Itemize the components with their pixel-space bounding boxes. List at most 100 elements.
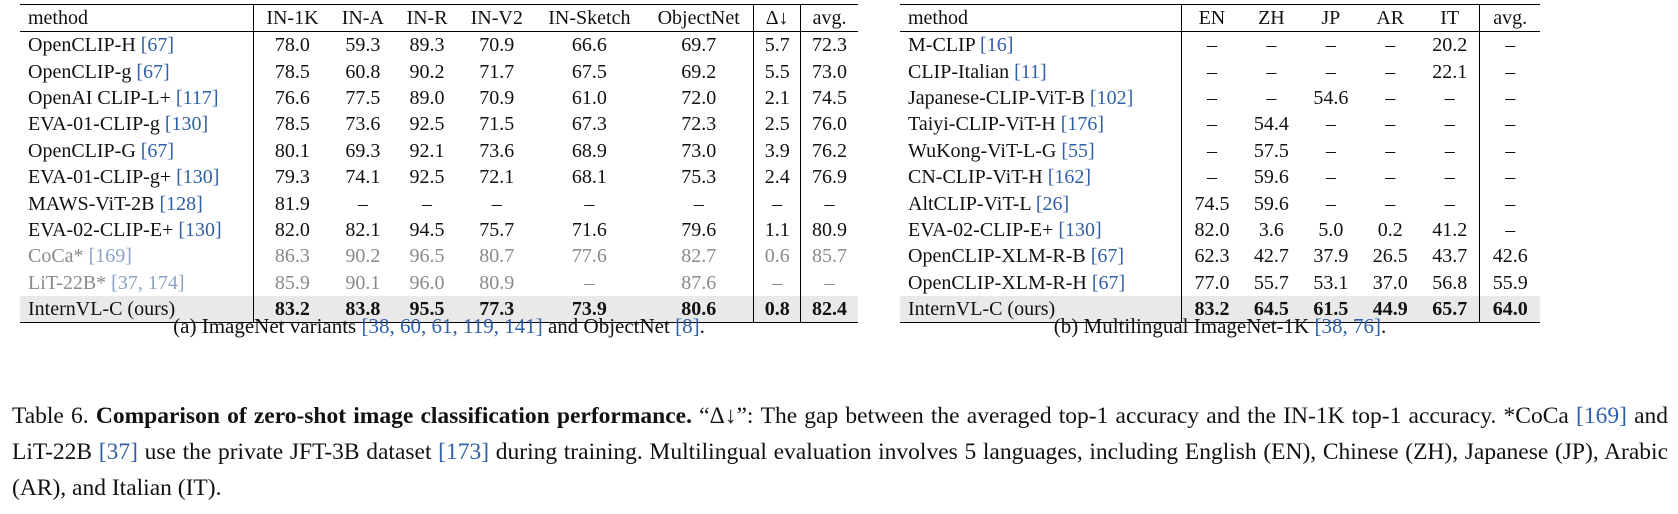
value-cell: 73.0 xyxy=(812,60,848,83)
value-cell: 73.9 xyxy=(534,295,645,324)
method-name: CLIP-Italian xyxy=(908,60,1010,83)
table-header-row: method IN-1K IN-A IN-R IN-V2 IN-Sketch O… xyxy=(20,4,858,32)
value-cell: – xyxy=(584,192,595,215)
caption-text: “Δ↓”: The gap between the averaged top-1… xyxy=(691,403,1504,429)
value-cell: 81.9 xyxy=(274,192,310,215)
value-cell: 76.6 xyxy=(274,86,310,109)
citation: [117] xyxy=(175,86,219,109)
value-cell: 95.5 xyxy=(395,295,459,324)
value-cell: 80.7 xyxy=(479,245,515,268)
value-cell: – xyxy=(1505,113,1516,136)
value-cell: 85.9 xyxy=(274,271,310,294)
method-cell: M-CLIP [16] xyxy=(900,31,1183,59)
value-cell: – xyxy=(1505,60,1516,83)
value-cell: 67.3 xyxy=(571,113,607,136)
value-cell: 72.3 xyxy=(644,111,755,138)
value-cell: – xyxy=(753,190,802,217)
value-cell: 89.3 xyxy=(409,34,445,57)
value-cell: – xyxy=(1385,86,1396,109)
value-cell: – xyxy=(1419,84,1481,112)
value-cell: 94.5 xyxy=(409,218,445,241)
table-row: CN-CLIP-ViT-H [162]–59.6–––– xyxy=(900,163,1540,191)
value-cell: 92.1 xyxy=(409,139,445,162)
value-cell: 59.3 xyxy=(345,34,381,57)
value-cell: 2.4 xyxy=(753,163,802,191)
value-cell: 42.6 xyxy=(1492,245,1528,268)
method-name: CN-CLIP-ViT-H xyxy=(908,166,1043,189)
method-cell: EVA-01-CLIP-g+ [130] xyxy=(20,163,255,191)
subcaption-a-text-mid: and ObjectNet xyxy=(542,314,676,338)
table-row: CLIP-Italian [11]––––22.1– xyxy=(900,58,1540,85)
value-cell: 62.3 xyxy=(1194,245,1230,268)
method-cell: Japanese-CLIP-ViT-B [102] xyxy=(900,84,1183,112)
value-cell: 86.3 xyxy=(274,245,310,268)
value-cell: 82.1 xyxy=(345,218,381,241)
value-cell: 83.2 xyxy=(253,295,331,324)
citation: [67] xyxy=(1091,271,1126,294)
method-cell: WuKong-ViT-L-G [55] xyxy=(900,137,1183,164)
table-header-row: method EN ZH JP AR IT avg. xyxy=(900,4,1540,32)
value-cell: – xyxy=(1385,139,1396,162)
method-name: Japanese-CLIP-ViT-B xyxy=(908,86,1085,109)
method-name: LiT-22B* xyxy=(28,271,107,294)
value-cell: – xyxy=(1206,34,1217,57)
value-cell: 82.4 xyxy=(800,295,858,324)
value-cell: 85.7 xyxy=(812,245,848,268)
value-cell: – xyxy=(644,190,755,217)
value-cell: 0.8 xyxy=(753,295,802,324)
value-cell: 74.1 xyxy=(345,166,381,189)
value-cell: 5.7 xyxy=(753,31,802,59)
citation: [26] xyxy=(1035,192,1070,215)
value-cell: – xyxy=(1419,137,1481,164)
method-name: EVA-02-CLIP-E+ xyxy=(28,218,174,241)
value-cell: – xyxy=(584,271,595,294)
column-header: ObjectNet xyxy=(644,4,755,32)
value-cell: 57.5 xyxy=(1253,139,1289,162)
column-header: method xyxy=(20,4,255,32)
method-name: MAWS-ViT-2B xyxy=(28,192,155,215)
value-cell: 82.0 xyxy=(1194,218,1230,241)
value-cell: 77.5 xyxy=(345,86,381,109)
method-cell: CLIP-Italian [11] xyxy=(900,58,1183,85)
value-cell: 0.2 xyxy=(1377,218,1403,241)
caption-text: during training. Multilingual evaluation… xyxy=(12,439,1669,501)
value-cell: 44.9 xyxy=(1360,295,1420,324)
value-cell: 72.0 xyxy=(644,84,755,112)
value-cell: – xyxy=(1419,111,1481,138)
method-cell: OpenCLIP-g [67] xyxy=(20,58,255,85)
citation: [128] xyxy=(159,192,203,215)
value-cell: 5.0 xyxy=(1318,218,1344,241)
subcaption-b-text: (b) Multilingual ImageNet-1K xyxy=(1053,314,1315,338)
value-cell: – xyxy=(1505,192,1516,215)
value-cell: – xyxy=(1419,190,1481,217)
value-cell: 89.0 xyxy=(409,86,445,109)
subcaption-a-ref-objectnet: [8] xyxy=(675,314,700,338)
value-cell: 78.5 xyxy=(274,60,310,83)
subcaption-a-end: . xyxy=(699,314,705,338)
column-header: IN-1K xyxy=(253,4,331,32)
value-cell: 56.8 xyxy=(1419,269,1481,296)
column-header: IN-A xyxy=(330,4,396,32)
method-name: Taiyi-CLIP-ViT-H xyxy=(908,113,1056,136)
value-cell: – xyxy=(1505,166,1516,189)
value-cell: 75.3 xyxy=(644,163,755,191)
value-cell: 61.5 xyxy=(1301,295,1361,324)
caption-title: Comparison of zero-shot image classifica… xyxy=(95,403,692,429)
column-header: Δ↓ xyxy=(753,4,802,32)
citation: [67] xyxy=(140,34,175,57)
method-cell: OpenCLIP-XLM-R-H [67] xyxy=(900,269,1183,296)
method-name: InternVL-C (ours) xyxy=(908,298,1056,321)
value-cell: 90.2 xyxy=(345,245,381,268)
caption-ref: [173] xyxy=(438,439,490,465)
value-cell: 70.9 xyxy=(479,86,515,109)
value-cell: 72.1 xyxy=(479,166,515,189)
value-cell: 71.6 xyxy=(571,218,607,241)
value-cell: – xyxy=(1505,86,1516,109)
method-name: OpenCLIP-H xyxy=(28,34,136,57)
